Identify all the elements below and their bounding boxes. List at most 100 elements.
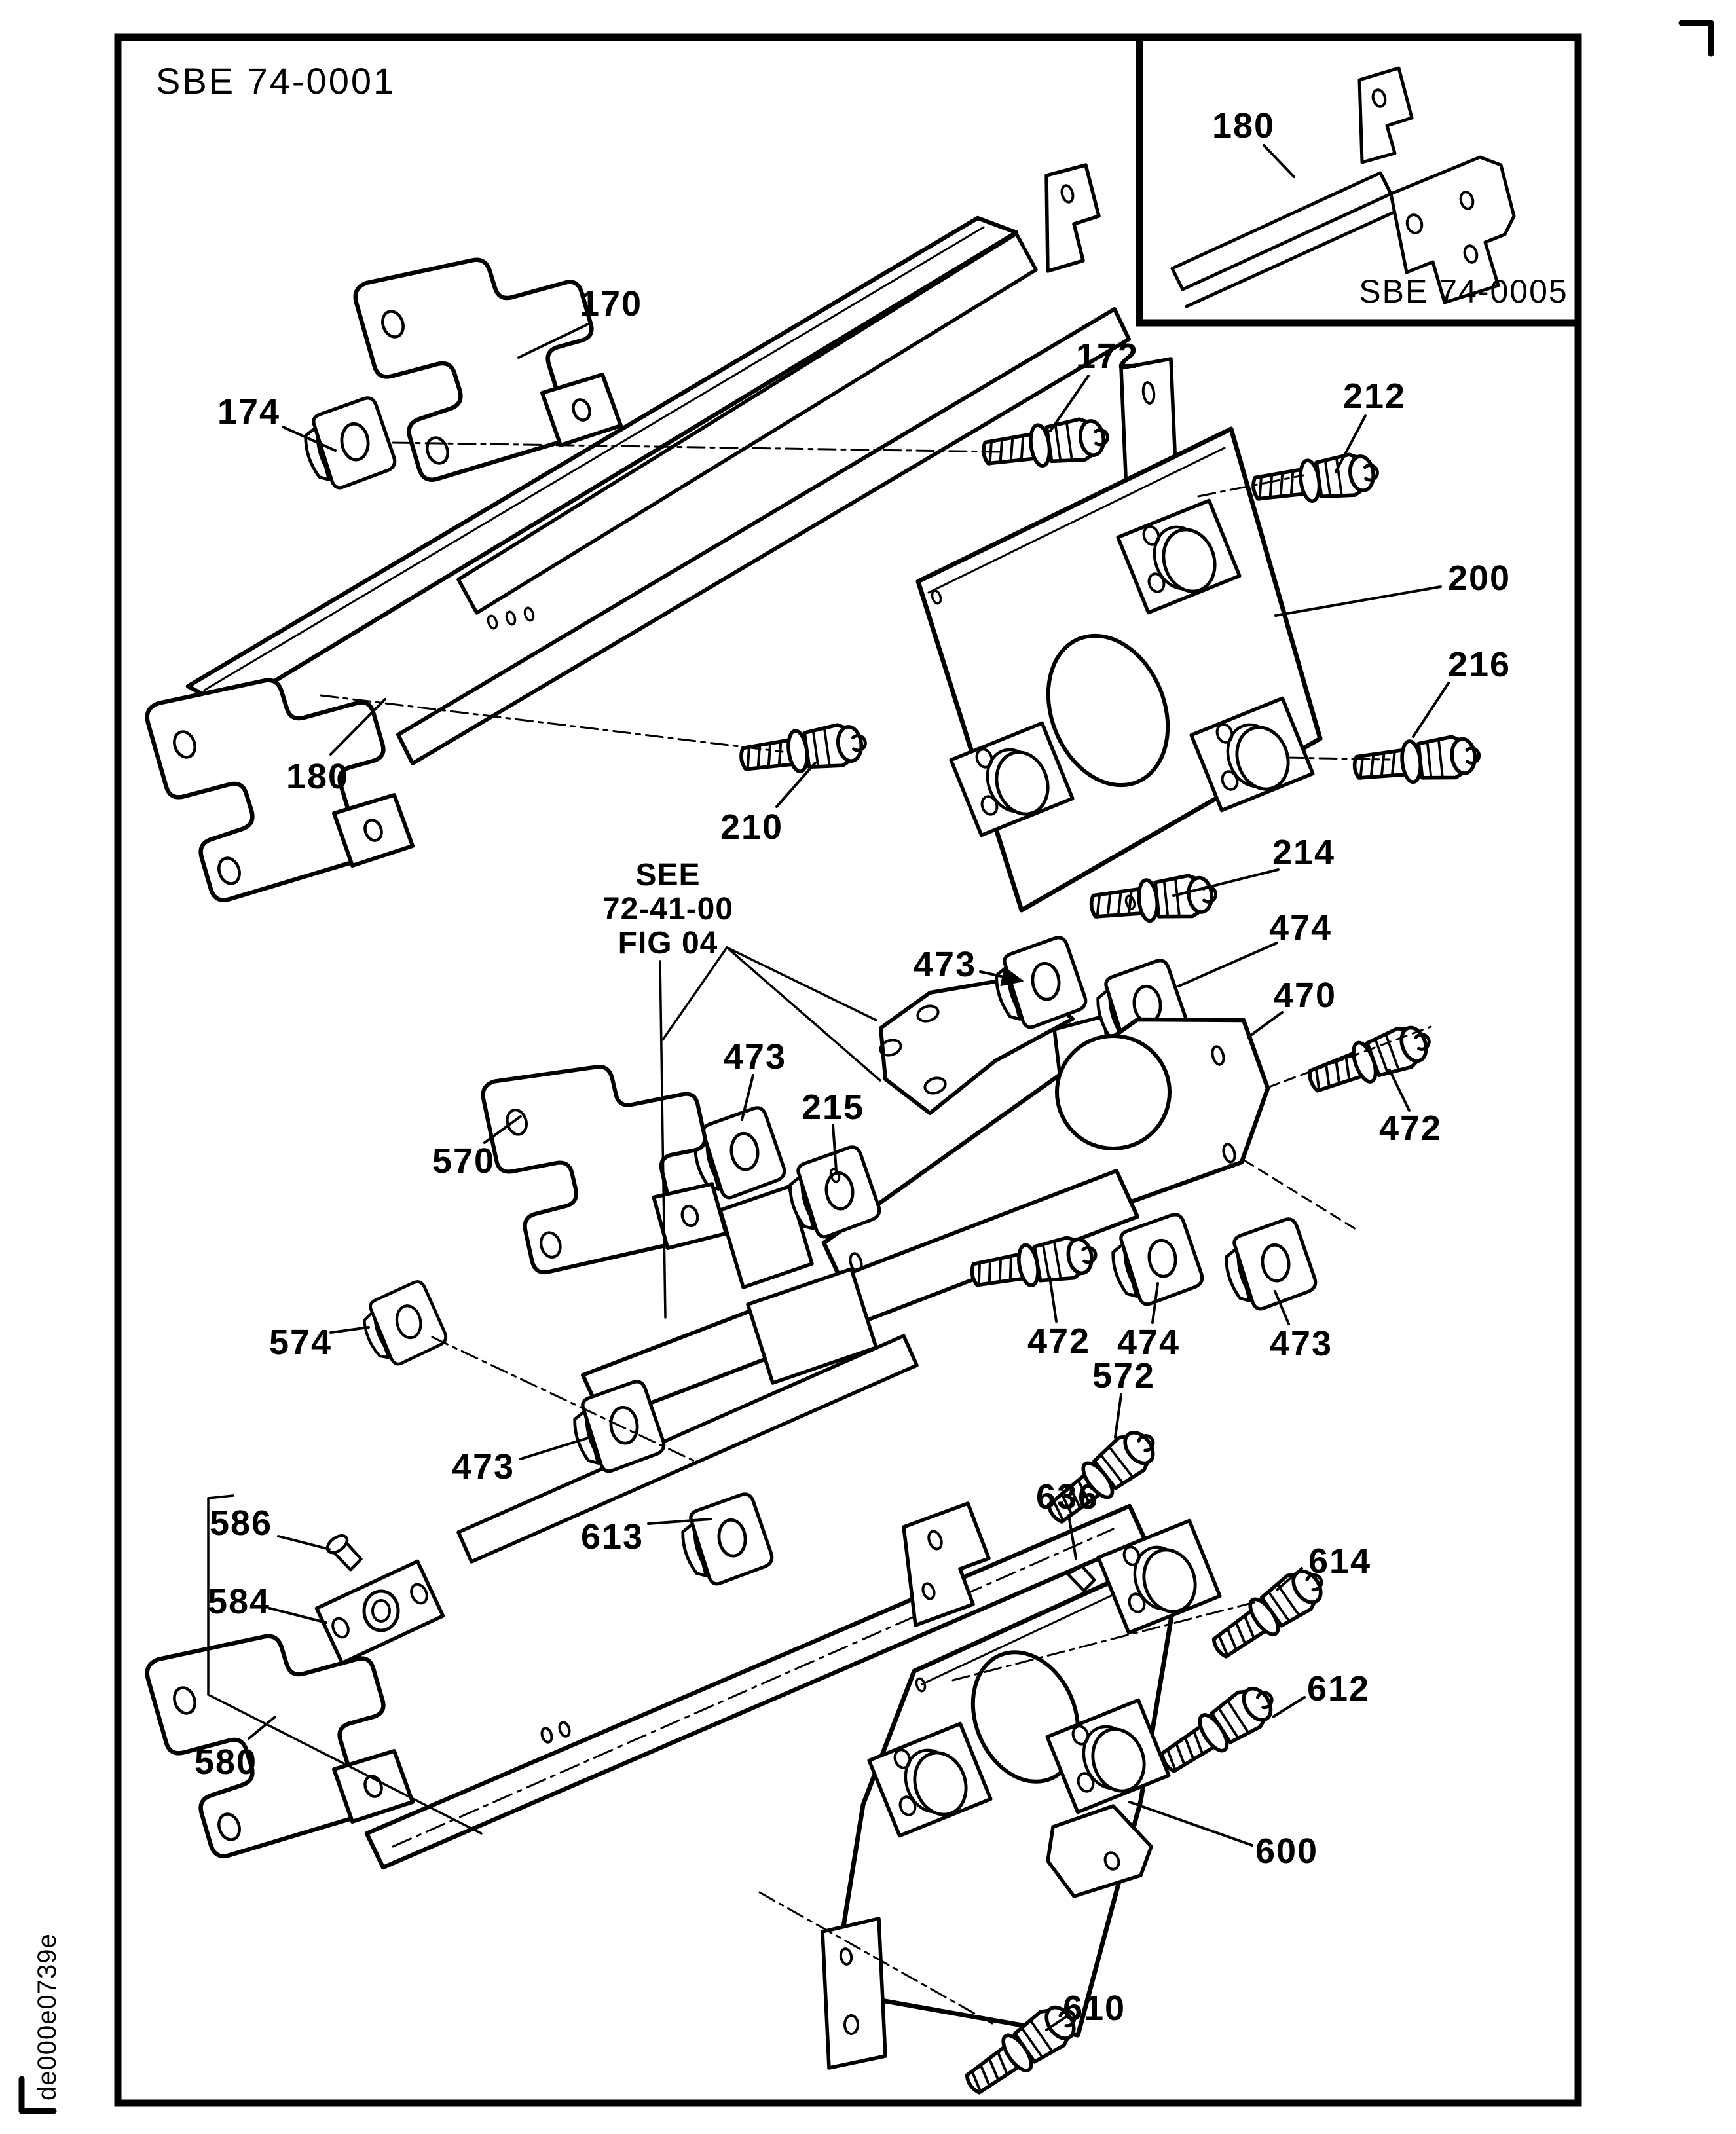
- rail-left-bracket: [145, 678, 415, 902]
- callout-200-leader: [1274, 585, 1442, 617]
- rail-left-bracket-580: [145, 1634, 415, 1858]
- screw-572: [1046, 1431, 1155, 1524]
- callout-586-label: 586: [210, 1503, 272, 1543]
- screw-610: [965, 2005, 1077, 2095]
- callout-180-rail-leader: [329, 698, 386, 756]
- screw-210: [739, 723, 867, 773]
- callout-572-leader: [1114, 1393, 1122, 1439]
- screw-214: [1089, 874, 1218, 923]
- callout-473-c-leader: [1274, 1290, 1290, 1325]
- callout-570-leader: [483, 1115, 522, 1144]
- see-reference-note-line: SEE: [635, 858, 700, 892]
- callout-610-label: 610: [1063, 1989, 1126, 2028]
- clip-nut-215: [788, 1145, 881, 1239]
- callout-200-label: 200: [1448, 559, 1511, 598]
- callout-574-leader: [329, 1326, 370, 1334]
- corner-mark-top-right: [1678, 20, 1714, 57]
- callout-212-label: 212: [1343, 377, 1406, 416]
- screw-472-b: [970, 1236, 1098, 1287]
- upper-rail-180: [145, 163, 1101, 902]
- rail-end-tab-bracket: [1044, 163, 1101, 273]
- hole-marks: [487, 589, 1136, 1693]
- callout-473-d-label: 473: [452, 1447, 515, 1486]
- callout-574-label: 574: [269, 1323, 332, 1362]
- callout-473-a-arrowhead: [1000, 966, 1024, 987]
- main-drawing-number: SBE 74-0001: [156, 60, 396, 101]
- callout-570-label: 570: [432, 1141, 495, 1181]
- lower-angled-bar: [456, 1334, 919, 1564]
- screw-472-a: [1308, 1025, 1431, 1093]
- callout-614-label: 614: [1308, 1541, 1371, 1581]
- lamp-unit-600-right: [1045, 1698, 1171, 1814]
- callout-636-leader: [1067, 1514, 1077, 1560]
- callout-600-label: 600: [1255, 1831, 1318, 1871]
- doc-code-vertical: de000e0739e: [33, 1933, 62, 2101]
- screw-612: [1160, 1686, 1274, 1773]
- callout-473-a-label: 473: [914, 945, 976, 984]
- clip-nut-473-c: [1225, 1217, 1318, 1311]
- callout-584-label: 584: [208, 1582, 270, 1621]
- bottom-strip-plate: [821, 1917, 887, 2070]
- see-reference-note-line: 72-41-00: [602, 892, 733, 927]
- lamp-unit-right: [1189, 696, 1315, 813]
- callout-613-label: 613: [581, 1517, 644, 1556]
- callout-472-a-leader: [1388, 1069, 1411, 1112]
- screw-212: [1251, 452, 1379, 503]
- clip-nut-613: [681, 1492, 774, 1586]
- lamp-unit-left: [949, 721, 1075, 837]
- callout-470-label: 470: [1274, 976, 1337, 1015]
- construction-lines: [207, 441, 1391, 2025]
- callout-473-c-label: 473: [1270, 1324, 1333, 1363]
- callout-170-leader: [517, 323, 589, 359]
- clip-nut-574: [363, 1280, 448, 1366]
- callout-636-label: 636: [1036, 1477, 1099, 1517]
- callout-474-b-label: 474: [1117, 1323, 1180, 1362]
- callout-473-b-leader: [741, 1074, 754, 1121]
- callout-474-a-label: 474: [1269, 908, 1332, 947]
- callout-472-b-leader: [1048, 1276, 1058, 1323]
- callout-216-leader: [1412, 682, 1450, 738]
- callout-180-inset-label: 180: [1212, 106, 1275, 145]
- clip-nut-474-b: [1111, 1213, 1204, 1306]
- callout-472-b-label: 472: [1027, 1321, 1090, 1361]
- screw-614: [1211, 1569, 1323, 1659]
- lamp-unit-top: [1116, 498, 1242, 615]
- callout-174-leader: [282, 426, 337, 452]
- callout-214-label: 214: [1272, 833, 1335, 872]
- callout-600-leader: [1128, 1801, 1253, 1847]
- callout-212-leader: [1335, 414, 1367, 473]
- callout-572-label: 572: [1092, 1356, 1155, 1395]
- rivet-586: [325, 1534, 363, 1572]
- callout-610-leader: [1045, 2015, 1067, 2031]
- l-bracket-600: [1046, 1804, 1153, 1898]
- corner-mark-bottom-left: [18, 2076, 57, 2114]
- callout-210-label: 210: [720, 807, 783, 847]
- callout-612-label: 612: [1307, 1669, 1370, 1708]
- rail-end-u-bracket: [902, 1501, 991, 1627]
- anchor-plate-584: [314, 1559, 445, 1665]
- angled-plate-a: [718, 1185, 814, 1289]
- callout-473-b-label: 473: [724, 1037, 786, 1076]
- clip-nut-174: [304, 396, 397, 490]
- callout-210-leader: [775, 762, 817, 808]
- callout-172-label: 172: [1076, 337, 1139, 376]
- callout-614-leader: [1276, 1567, 1303, 1591]
- bracket-170: [353, 257, 623, 482]
- callout-172-leader: [1049, 375, 1090, 432]
- callout-214-leader: [1172, 868, 1280, 897]
- callout-580-leader: [248, 1716, 276, 1740]
- screw-216: [1352, 735, 1481, 784]
- callout-216-label: 216: [1448, 645, 1511, 684]
- lamp-unit-600-top: [1096, 1518, 1222, 1635]
- bracket-570: [481, 1065, 728, 1275]
- callout-474-a-leader: [1177, 942, 1278, 987]
- callout-170-label: 170: [580, 284, 642, 323]
- headlamp-panel-200: [915, 426, 1323, 913]
- inset-drawing-number: SBE 74-0005: [1359, 273, 1568, 310]
- lamp-unit-600-left: [867, 1721, 993, 1838]
- callout-472-a-label: 472: [1379, 1109, 1442, 1148]
- callout-474-b-leader: [1151, 1282, 1159, 1324]
